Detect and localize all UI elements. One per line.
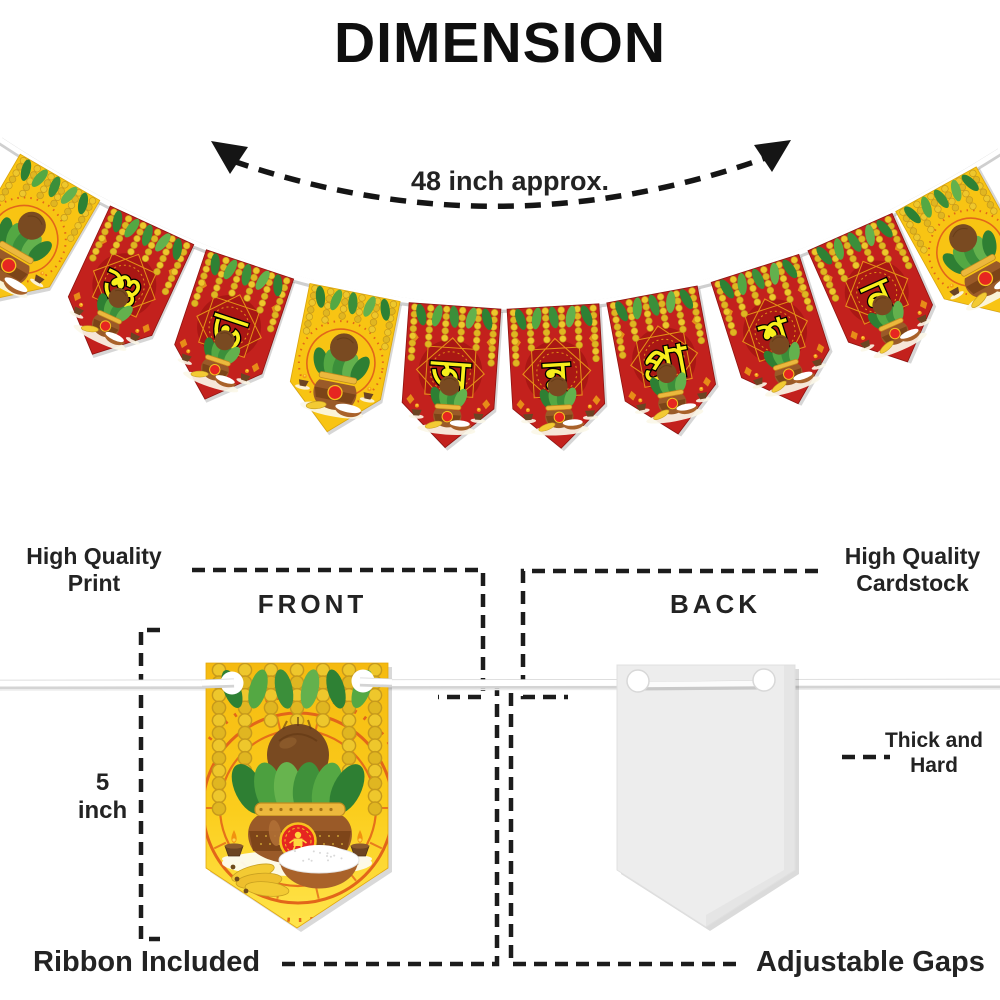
front-string-nubs <box>201 677 393 689</box>
banner-flag-9: ন <box>807 212 937 364</box>
banner-flag-8: শ <box>710 253 833 406</box>
span-arrow <box>211 140 791 209</box>
label-high-quality-print: High Quality Print <box>26 543 162 597</box>
span-length-label: 48 inch approx. <box>410 166 610 196</box>
back-grommet-left <box>626 669 650 693</box>
page-title: DIMENSION <box>333 11 667 75</box>
kalash-illustration <box>222 717 372 897</box>
arrow-head-left <box>211 141 248 174</box>
back-grommet-right <box>752 668 776 692</box>
label-thick-and-hard: Thick and Hard <box>884 729 984 777</box>
line-five-inch <box>138 627 160 942</box>
label-high-quality-cardstock: High Quality Cardstock <box>844 543 981 597</box>
back-view-label: BACK <box>669 589 762 619</box>
detail-ribbon-string <box>0 678 1000 691</box>
banner-flag-4 <box>289 283 402 436</box>
front-flag-detail <box>205 662 392 932</box>
banner-flag-1 <box>0 153 101 304</box>
line-gap-right <box>508 684 736 967</box>
back-flag-detail <box>616 664 799 931</box>
line-gap-left <box>282 684 500 967</box>
arrow-head-right <box>754 140 791 172</box>
line-high-quality-cardstock <box>520 568 818 700</box>
banner-flag-2: শু <box>67 205 195 358</box>
front-view-label: FRONT <box>257 589 368 619</box>
label-adjustable-gaps: Adjustable Gaps <box>756 946 985 978</box>
banner-flag-6: ন্ন <box>506 303 608 452</box>
banner-flag-3: ভ <box>174 249 296 403</box>
annotation-dashed-lines <box>138 567 890 967</box>
label-ribbon-included: Ribbon Included <box>33 946 261 978</box>
banner-flag-row: শুভঅন্নপ্রাশন <box>0 153 1000 452</box>
flag-height-label: 5 inch <box>77 769 128 825</box>
banner-flag-7: প্রা <box>606 285 719 437</box>
banner-flag-10 <box>895 166 1000 315</box>
banner-flag-5: অ <box>401 302 504 451</box>
